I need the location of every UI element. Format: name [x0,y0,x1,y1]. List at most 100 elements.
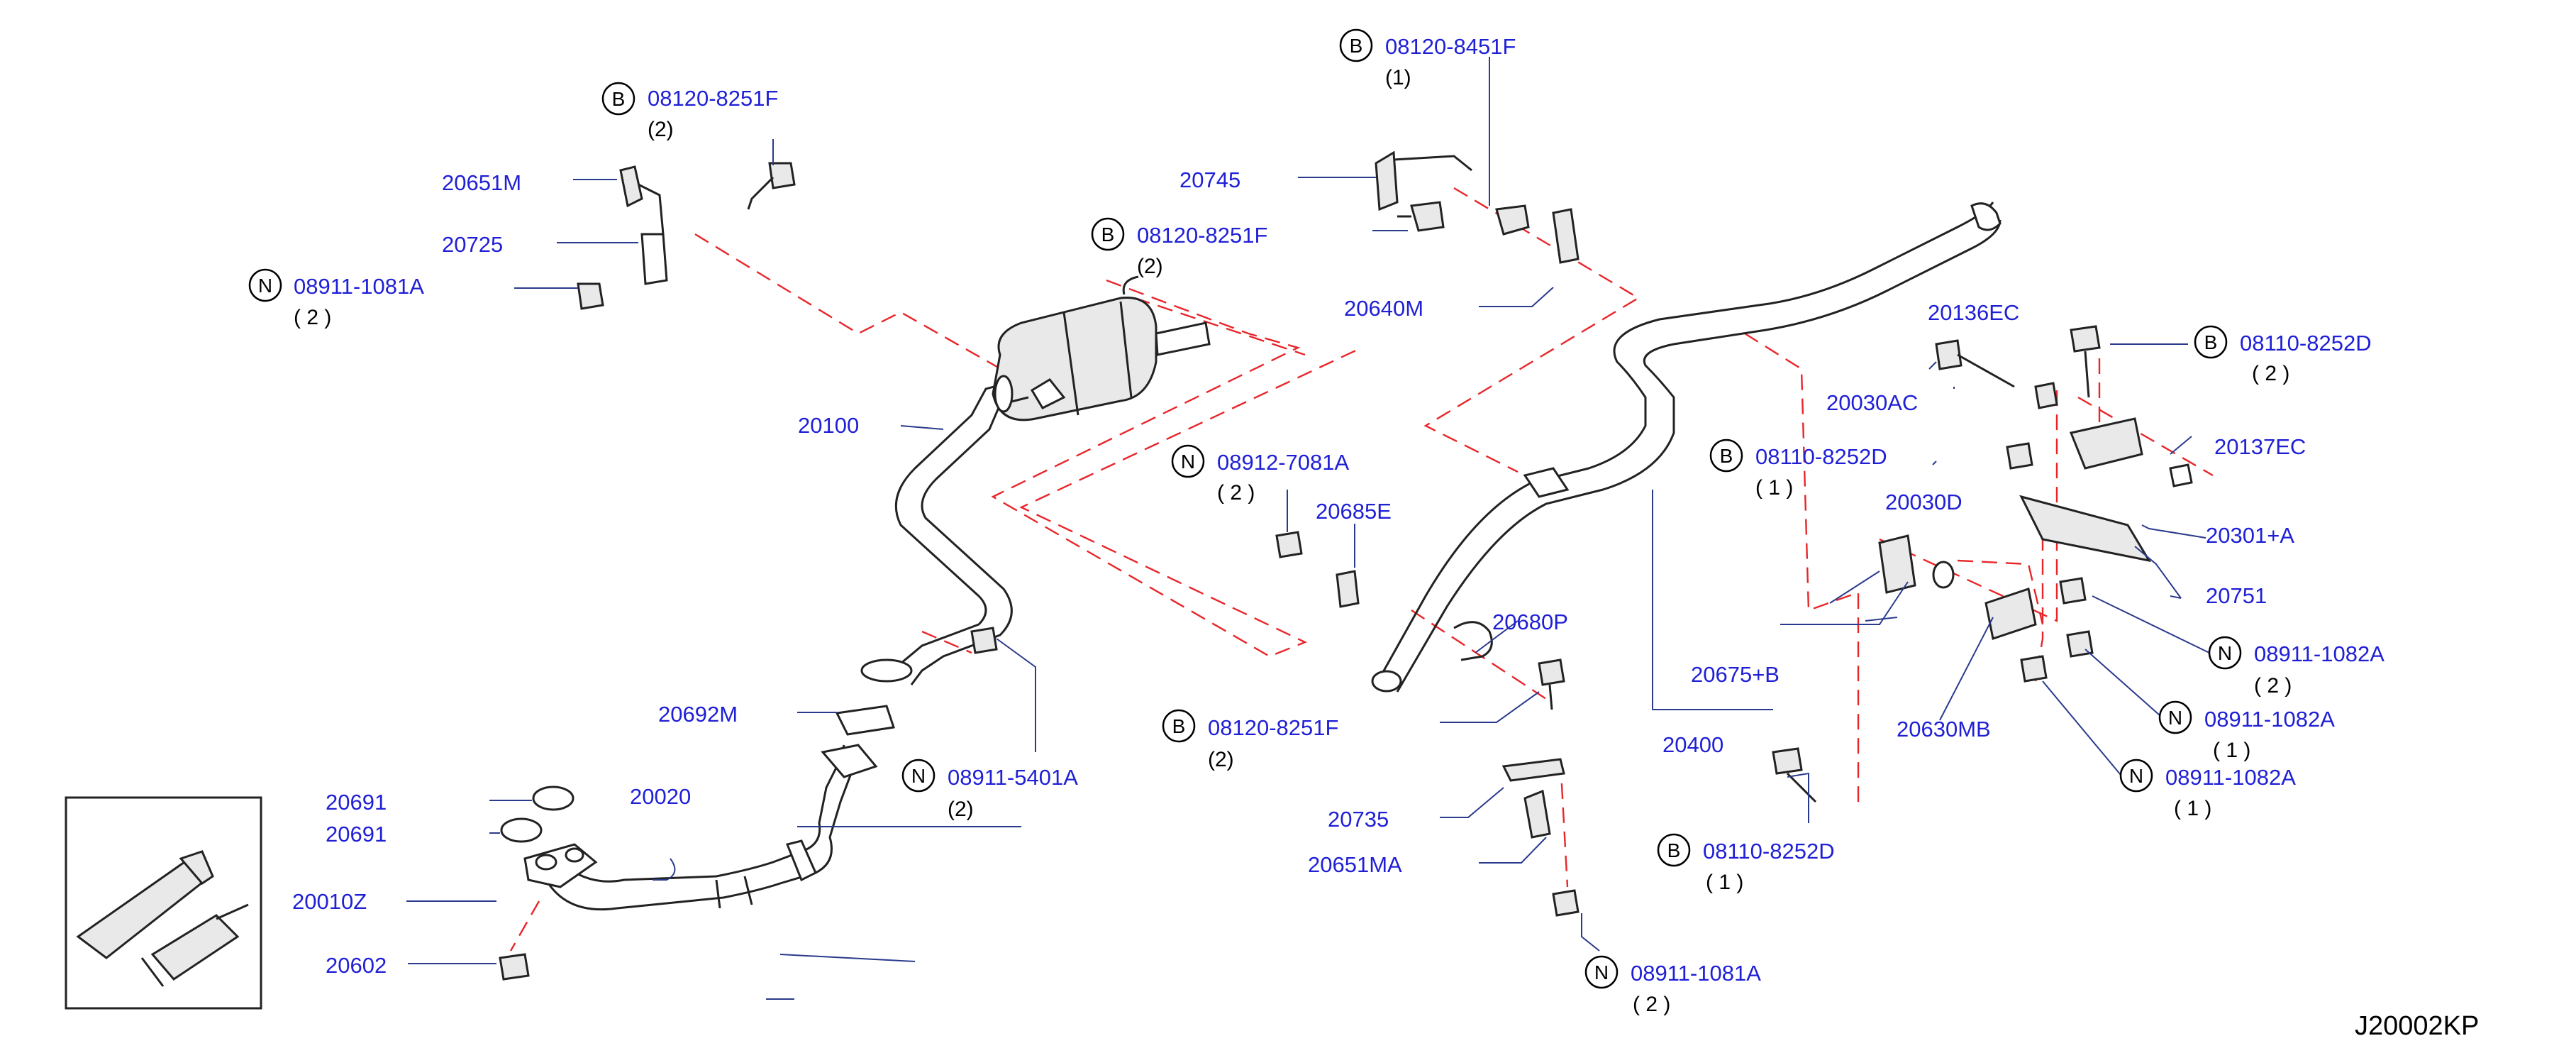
nut-20602 [499,953,530,981]
bracket-20630MB [1984,588,2037,640]
part-label-20640M: 20640M [1344,296,1423,321]
fastener-f4-code: 08120-8251F [1137,223,1267,248]
fastener-f13-prefix: B [1667,839,1681,861]
fastener-f9-qty: ( 1 ) [1755,476,1793,500]
fastener-f5-prefix-circle [1171,444,1205,478]
fastener-f2-code: 08911-1081A [294,274,424,299]
fastener-f4-prefix: B [1101,224,1115,246]
fastener-f2-prefix-circle [248,268,282,302]
fastener-f2: N 08911-1081A ( 2 ) [248,268,424,329]
fastener-f8-prefix: B [2204,331,2218,353]
bolt-08110-8252D-bottom [1772,747,1803,775]
part-label-20630MB: 20630MB [1897,717,1991,741]
bracket-20301A [2069,417,2143,470]
bolt-08120-8251F [768,162,796,189]
insulator-20640M [1552,208,1580,264]
ring-20691-a [532,785,574,811]
plate-20751 [2019,495,2152,563]
hanger-20651M [619,165,643,208]
fastener-f13: B 08110-8252D ( 1 ) [1657,833,1835,894]
hanger-20745 [1375,150,1399,211]
part-label-20691-a: 20691 [326,790,387,815]
fastener-f10: N 08911-1082A ( 2 ) [2208,636,2385,698]
nut-08911-1081A [577,282,604,310]
fastener-f7-prefix-circle [1162,709,1196,743]
pipe-drawings [523,202,2002,911]
fastener-f4-prefix-circle [1091,217,1125,251]
fastener-f2-qty: ( 2 ) [294,306,331,329]
u-bolt-20680P [1453,621,1493,661]
fastener-f1-code: 08120-8251F [648,86,778,111]
fastener-f7: B 08120-8251F (2) [1162,709,1338,771]
fastener-f3-prefix: B [1350,35,1363,57]
clip-20685E [1336,570,1360,608]
part-label-20735: 20735 [1328,807,1389,832]
fastener-f12-qty: ( 1 ) [2174,797,2211,820]
fastener-f12-prefix-circle [2119,759,2153,793]
nut-08912-7081A [1275,531,1303,558]
nut-08911-5401A [970,627,998,654]
part-label-20691-b: 20691 [326,822,387,847]
fastener-f12: N 08911-1082A ( 1 ) [2119,759,2296,820]
part-label-20136EC: 20136EC [1928,300,2019,325]
fastener-f13-prefix-circle [1657,833,1691,867]
front-pipe [523,744,878,911]
fastener-f2-prefix: N [258,275,272,297]
bracket-20725 [640,233,668,285]
part-label-20725: 20725 [442,232,503,257]
fastener-f5: N 08912-7081A ( 2 ) [1171,444,1349,505]
part-label-20651MA: 20651MA [1308,852,1402,877]
part-label-20651M: 20651M [442,170,521,195]
bolt-08110-8252D-top [2070,325,2101,353]
fastener-f9: B 08110-8252D ( 1 ) [1709,439,1887,500]
fastener-f11-prefix-circle [2158,700,2192,734]
part-label-20400: 20400 [1662,732,1723,757]
fastener-f8-qty: ( 2 ) [2252,362,2289,385]
fastener-f4-qty: (2) [1137,255,1163,278]
part-label-20137EC: 20137EC [2214,434,2306,459]
fastener-f6-code: 08911-5401A [948,765,1078,790]
fastener-f7-qty: (2) [1208,748,1234,771]
gasket-20692M [835,705,895,736]
fastener-f14: N 08911-1081A ( 2 ) [1584,955,1761,1016]
bracket-20735 [1501,758,1565,782]
part-label-20751: 20751 [2206,583,2267,608]
fastener-f11-qty: ( 1 ) [2213,739,2250,762]
ring-20691-b [500,817,543,843]
fastener-f1-qty: (2) [648,118,674,141]
part-label-20692M: 20692M [658,702,738,727]
fastener-f3: B 08120-8451F (1) [1339,28,1516,89]
part-label-20685E: 20685E [1316,499,1392,524]
fastener-f5-prefix: N [1181,451,1195,473]
fastener-f6-prefix-circle [901,759,936,793]
fastener-f10-code: 08911-1082A [2254,641,2385,666]
bolt-20136EC [1935,339,1962,370]
fastener-f3-code: 08120-8451F [1385,34,1516,59]
fastener-f13-qty: ( 1 ) [1706,871,1743,894]
fastener-f14-prefix-circle [1584,955,1619,989]
part-label-20301A: 20301+A [2206,523,2294,548]
fastener-f1-prefix: B [612,88,626,110]
part-label-20020: 20020 [630,784,691,809]
fastener-f5-code: 08912-7081A [1217,450,1349,475]
main-muffler [992,297,1211,421]
fastener-f10-prefix-circle [2208,636,2242,670]
fastener-f11-code: 08911-1082A [2204,707,2335,732]
fastener-f7-code: 08120-8251F [1208,715,1338,740]
fastener-f1: B 08120-8251F (2) [601,82,778,141]
fastener-f3-prefix-circle [1339,28,1373,62]
fastener-f3-qty: (1) [1385,66,1411,89]
part-labels: 20651M 20725 20100 20692M 20691 20691 20… [292,167,2306,978]
diagram-code: J20002KP [2355,1011,2479,1041]
part-label-20010Z: 20010Z [292,889,367,914]
center-pipe [1371,202,2002,693]
fastener-f9-prefix-circle [1709,439,1743,473]
fastener-f11: N 08911-1082A ( 1 ) [2158,700,2335,762]
leader-lines [406,57,2210,1000]
fastener-f10-qty: ( 2 ) [2254,674,2292,698]
fastener-f9-code: 08110-8252D [1755,444,1887,469]
fastener-f6-prefix: N [911,765,926,787]
fastener-f9-prefix: B [1720,445,1733,467]
fastener-f1-prefix-circle [601,82,635,116]
fastener-f6: N 08911-5401A (2) [901,759,1078,821]
